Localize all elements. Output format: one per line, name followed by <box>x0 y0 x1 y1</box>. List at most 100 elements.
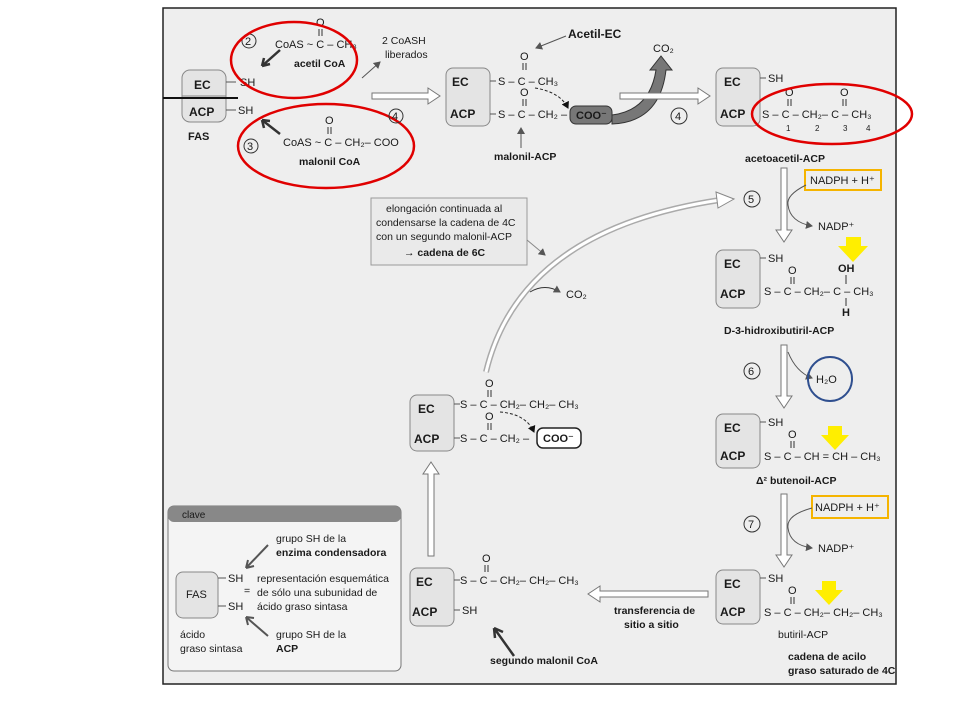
svg-text:O: O <box>325 115 334 127</box>
hydroxybutyryl-acp: EC ACP SH O OH S – C – CH₂– C – CH₃ H D-… <box>715 249 874 337</box>
step-5: 5 <box>748 194 754 206</box>
svg-text:ácido graso sintasa: ácido graso sintasa <box>257 601 348 613</box>
sh-acp: SH <box>238 105 253 117</box>
svg-text:O: O <box>520 87 529 99</box>
svg-text:O: O <box>785 87 794 99</box>
legend-title: clave <box>182 510 206 521</box>
svg-text:SH: SH <box>768 73 783 85</box>
svg-text:ácido: ácido <box>180 629 205 641</box>
svg-text:S – C – CH₃: S – C – CH₃ <box>498 76 558 88</box>
svg-text:H: H <box>842 307 850 319</box>
svg-text:O: O <box>520 51 529 63</box>
butenoyl-acp: EC ACP SH O S – C – CH = CH – CH₃ Δ² but… <box>715 413 881 487</box>
svg-text:O: O <box>316 17 325 29</box>
svg-text:O: O <box>788 429 797 441</box>
intermediate-acetyl-malonyl: EC ACP O S – C – CH₃ O S – C – CH₂ – COO… <box>445 51 613 127</box>
nadph-box-2 <box>811 495 889 519</box>
malonil-acp-label: malonil-ACP <box>494 151 556 163</box>
up-arrow <box>422 461 440 557</box>
legend: clave FAS SH SH grupo SH de la enzima co… <box>167 505 402 672</box>
hydroxy-label: D-3-hidroxibutiril-ACP <box>724 325 834 337</box>
svg-text:grupo SH de la: grupo SH de la <box>276 629 346 641</box>
svg-text:S – C – CH₂– CH₂– CH₃: S – C – CH₂– CH₂– CH₃ <box>460 399 579 411</box>
svg-text:S – C – CH₂ –: S – C – CH₂ – <box>460 433 530 445</box>
transfer-line2: sitio a sitio <box>624 619 679 631</box>
co2-release-arrow <box>611 55 674 125</box>
coash-line1: 2 CoASH <box>382 35 426 47</box>
svg-text:ACP: ACP <box>414 432 439 446</box>
svg-text:EC: EC <box>418 402 435 416</box>
svg-text:ACP: ACP <box>450 107 475 121</box>
yellow-arrow-1 <box>838 237 868 262</box>
svg-text:de sólo una subunidad de: de sólo una subunidad de <box>257 587 377 599</box>
svg-text:O: O <box>482 553 491 565</box>
svg-text:ACP: ACP <box>720 449 745 463</box>
svg-text:EC: EC <box>724 577 741 591</box>
transfer-arrow <box>587 585 709 603</box>
svg-text:S – C – CH₂– C – CH₃: S – C – CH₂– C – CH₃ <box>764 286 874 298</box>
step-4-right: 4 <box>675 111 681 123</box>
svg-text:S – C – CH₂– CH₂– CH₃: S – C – CH₂– CH₂– CH₃ <box>460 575 579 587</box>
fas-enzyme-top: EC ACP FAS SH SH <box>181 69 255 143</box>
svg-text:malonil CoA: malonil CoA <box>299 156 361 168</box>
butiril-desc1: cadena de acilo <box>788 651 866 663</box>
butiril-desc2: graso saturado de 4C <box>788 665 896 677</box>
h2o: H₂O <box>816 374 837 386</box>
butiril-label: butiril-ACP <box>778 629 828 641</box>
svg-text:2: 2 <box>815 124 820 133</box>
svg-text:O: O <box>485 411 494 423</box>
svg-text:4: 4 <box>866 124 871 133</box>
acetyl-arrow-icon <box>260 49 281 68</box>
ec-label: EC <box>194 78 211 92</box>
svg-text:O: O <box>788 265 797 277</box>
malonyl-arrow-icon <box>260 118 281 135</box>
second-malonyl-label: segundo malonil CoA <box>490 655 598 667</box>
svg-text:ACP: ACP <box>412 605 437 619</box>
fas-label: FAS <box>188 131 209 143</box>
yellow-arrow-2 <box>821 426 849 450</box>
red-circle-malonyl <box>236 102 416 190</box>
svg-text:→ cadena de 6C: → cadena de 6C <box>404 247 486 259</box>
coash-arrow <box>361 61 381 79</box>
butenoyl-label: Δ² butenoil-ACP <box>756 475 836 487</box>
step-4-left: 4 <box>392 111 398 123</box>
svg-text:EC: EC <box>452 75 469 89</box>
down-arrow-5 <box>775 167 793 243</box>
elongation-box: elongación continuada al condensarse la … <box>370 197 528 266</box>
blue-circle-h2o <box>807 356 853 402</box>
acp-label: ACP <box>189 105 214 119</box>
svg-text:CoAS ~ C – CH₃: CoAS ~ C – CH₃ <box>275 39 357 51</box>
svg-text:S – C – CH₂ –: S – C – CH₂ – <box>498 109 568 121</box>
nadp-1: NADP⁺ <box>818 221 855 233</box>
svg-text:3: 3 <box>843 124 848 133</box>
nadp-2: NADP⁺ <box>818 543 855 555</box>
acetoacetil-label: acetoacetil-ACP <box>745 153 825 165</box>
svg-text:O: O <box>840 87 849 99</box>
svg-text:O: O <box>485 378 494 390</box>
svg-text:S – C – CH₂– CH₂– CH₃: S – C – CH₂– CH₂– CH₃ <box>764 607 883 619</box>
svg-text:SH: SH <box>768 417 783 429</box>
nadph-1: NADPH + H⁺ <box>810 175 875 187</box>
malonyl-coa: 3 O CoAS ~ C – CH₂– COO malonil CoA <box>243 115 399 168</box>
butyryl-acp: EC ACP SH O S – C – CH₂– CH₂– CH₃ butiri… <box>715 569 896 677</box>
acetyl-coa: 2 O CoAS ~ C – CH₃ acetil CoA <box>241 17 357 70</box>
svg-text:2: 2 <box>245 36 251 48</box>
transfer-line1: transferencia de <box>614 605 695 617</box>
svg-text:FAS: FAS <box>186 589 207 601</box>
svg-text:SH: SH <box>228 573 243 585</box>
svg-text:graso sintasa: graso sintasa <box>180 643 243 655</box>
svg-text:EC: EC <box>416 575 433 589</box>
step-7: 7 <box>748 519 754 531</box>
acetil-ec-label: Acetil-EC <box>568 27 622 41</box>
svg-text:elongación continuada al: elongación continuada al <box>386 203 502 215</box>
coash-line2: liberados <box>385 49 428 61</box>
svg-text:CoAS ~ C – CH₂– COO: CoAS ~ C – CH₂– COO <box>283 137 399 149</box>
coo-label: COO⁻ <box>576 110 607 122</box>
nadph-box-1 <box>804 169 882 191</box>
svg-text:SH: SH <box>768 573 783 585</box>
svg-text:S – C – CH₂– C – CH₃: S – C – CH₂– C – CH₃ <box>762 109 872 121</box>
svg-text:EC: EC <box>724 75 741 89</box>
svg-text:COO⁻: COO⁻ <box>543 433 574 445</box>
